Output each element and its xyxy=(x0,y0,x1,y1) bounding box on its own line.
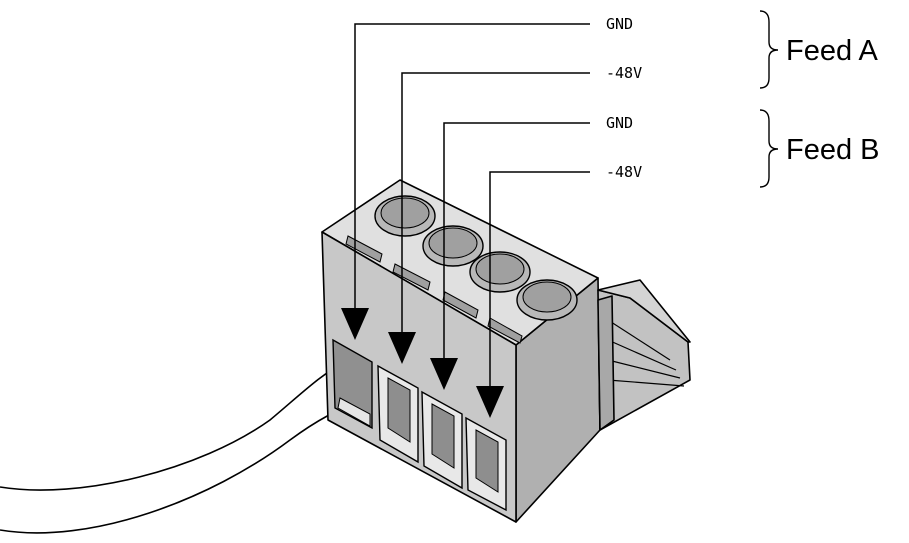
leader-label-gnd-a: GND xyxy=(606,15,633,33)
screw-2 xyxy=(422,225,484,267)
leader-label-48v-a: -48V xyxy=(606,64,642,82)
screw-4 xyxy=(516,279,578,321)
power-cables xyxy=(0,361,353,534)
leader-lines xyxy=(354,23,590,396)
leader-line-4 xyxy=(489,171,590,396)
leader-label-48v-b: -48V xyxy=(606,163,642,181)
leader-line-3 xyxy=(443,122,590,368)
wire-slot-1 xyxy=(332,338,373,430)
arrowhead-2 xyxy=(388,332,416,364)
leader-line-1 xyxy=(354,23,590,318)
terminal-block xyxy=(321,179,691,523)
leader-label-gnd-b: GND xyxy=(606,114,633,132)
feed-a-label: Feed A xyxy=(786,35,879,67)
wire-slot-3 xyxy=(421,390,463,490)
screw-3 xyxy=(469,251,531,293)
wire-slot-4 xyxy=(465,416,507,512)
wire-slot-2 xyxy=(377,364,419,464)
brace-feed-a xyxy=(759,10,779,89)
screw-1 xyxy=(374,195,436,237)
arrowhead-1 xyxy=(341,308,369,340)
arrowheads xyxy=(341,308,504,418)
arrowhead-4 xyxy=(476,386,504,418)
feed-b-label: Feed B xyxy=(786,134,880,166)
brace-feed-b xyxy=(759,109,779,188)
arrowhead-3 xyxy=(430,358,458,390)
leader-line-2 xyxy=(401,72,590,342)
